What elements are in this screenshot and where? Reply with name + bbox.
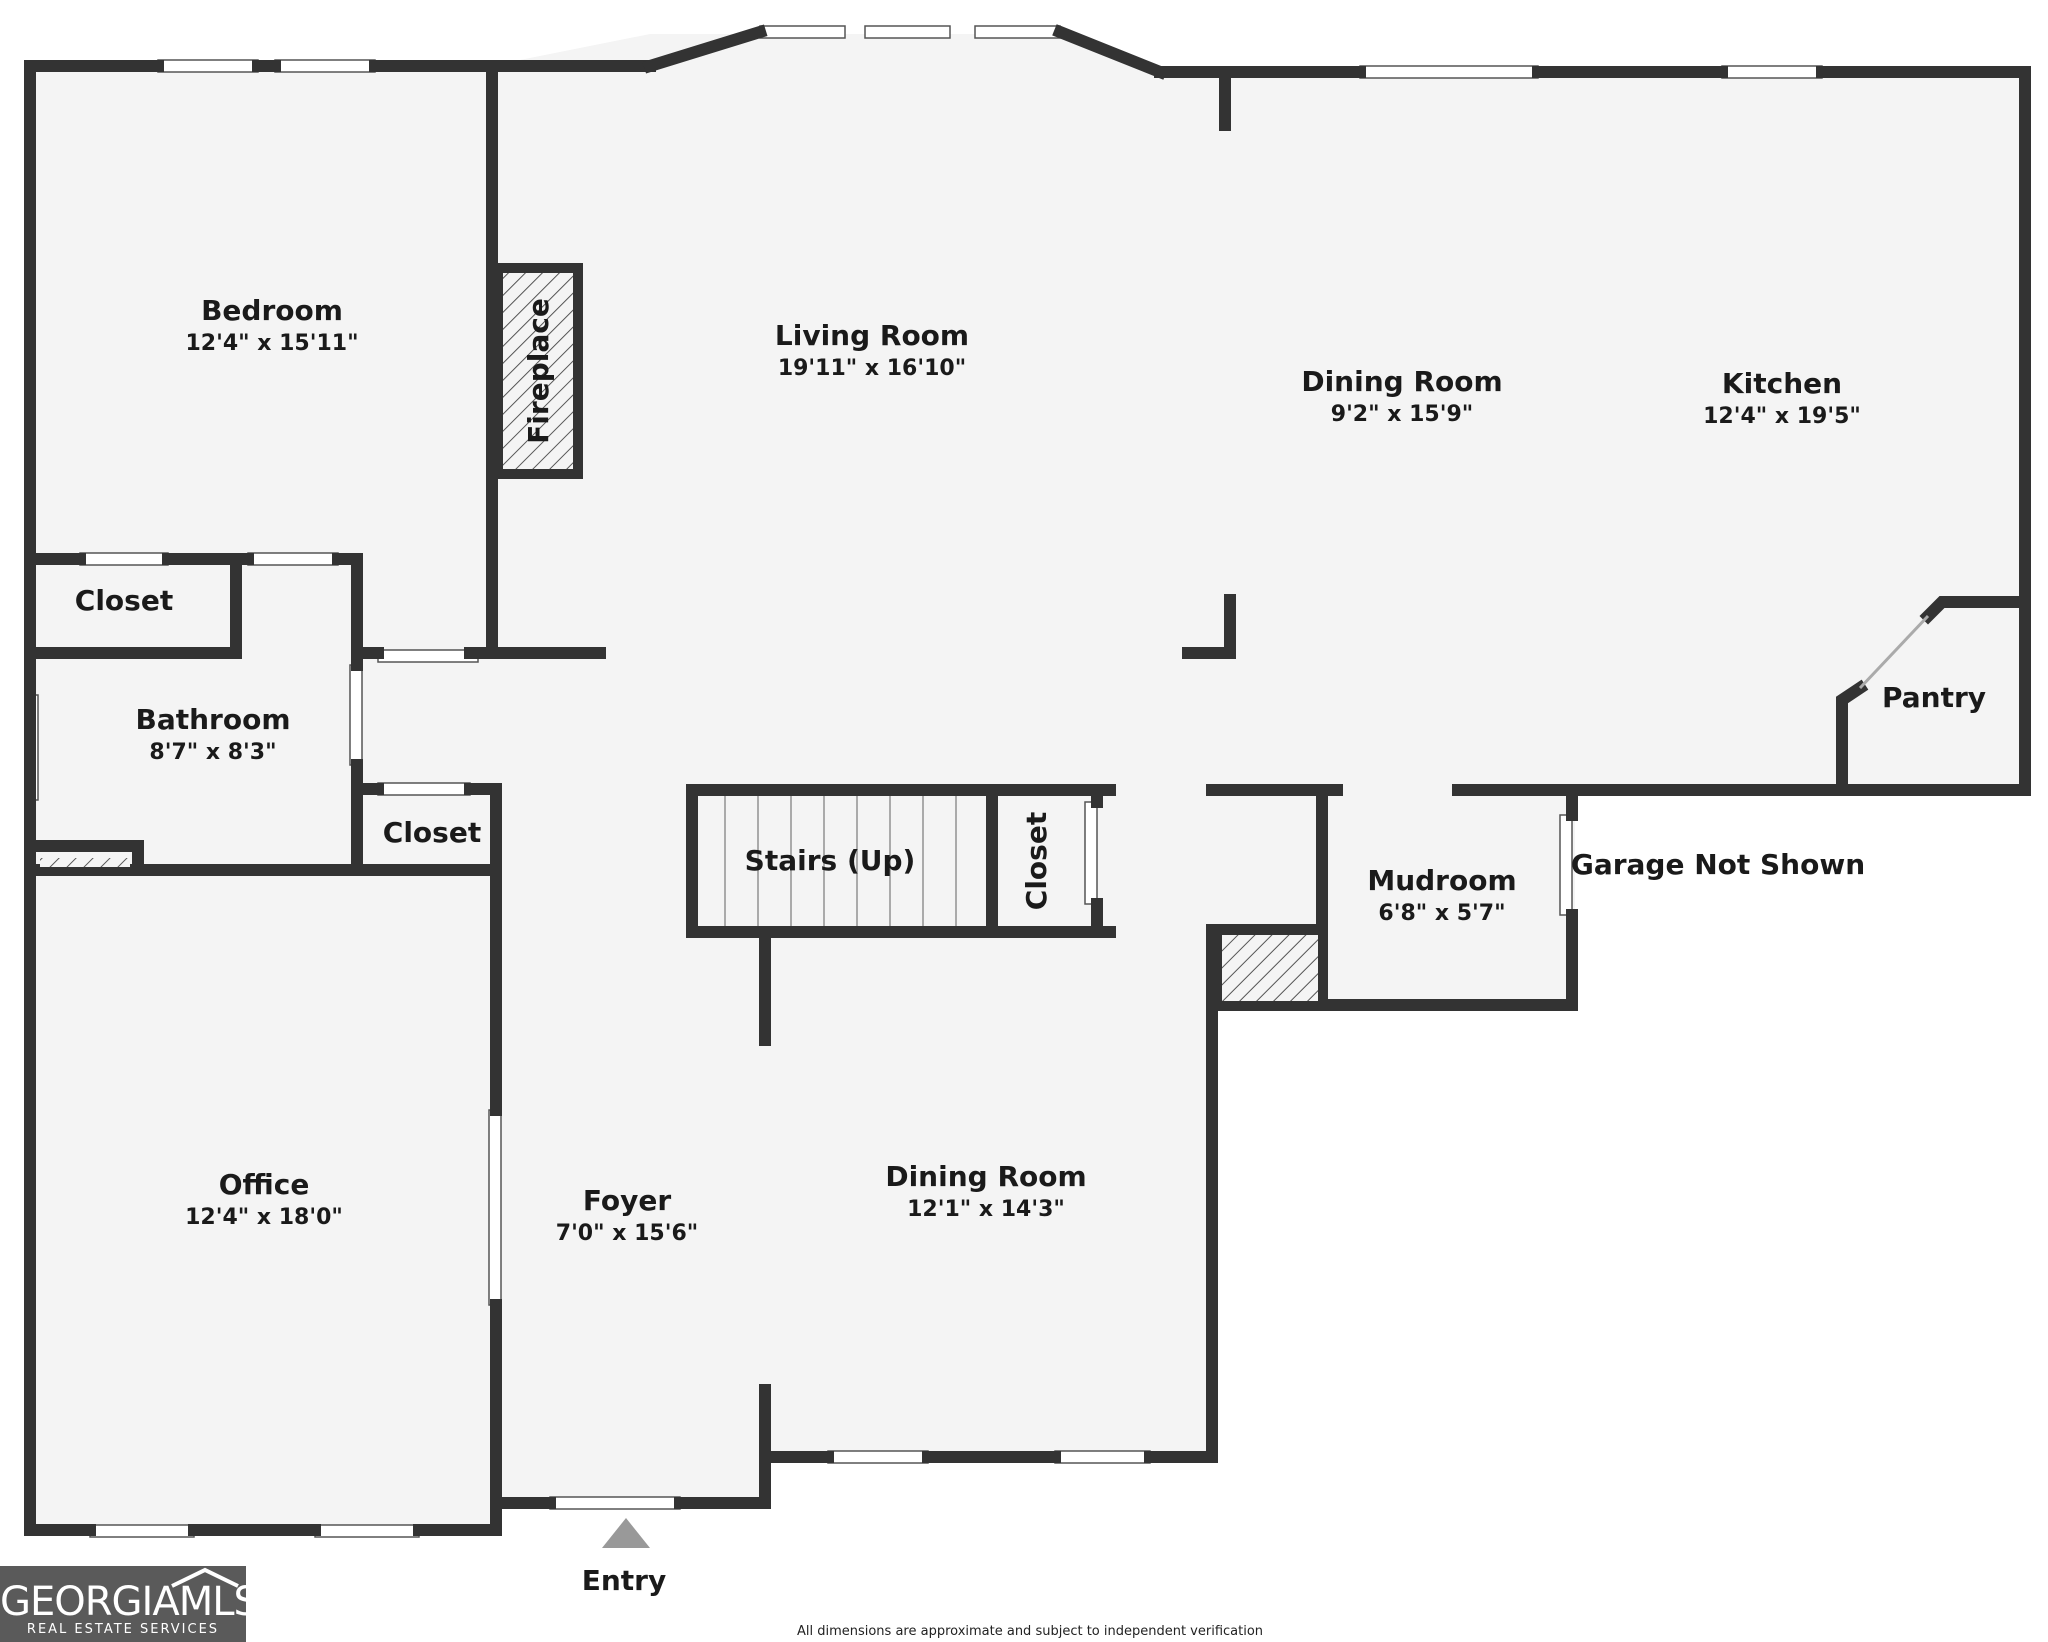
pantry-label: Pantry [1882, 681, 1986, 714]
closet-lower-label: Closet [383, 816, 481, 849]
walls [24, 24, 2031, 1536]
closet-upper-label: Closet [75, 584, 173, 617]
living-room-name: Living Room [775, 319, 969, 352]
georgia-mls-logo: GEORGIAMLS REAL ESTATE SERVICES [0, 1566, 259, 1642]
office-name: Office [219, 1168, 310, 1201]
bedroom-name: Bedroom [201, 294, 343, 327]
dining-room-lower-dim: 12'1" x 14'3" [907, 1197, 1065, 1222]
hatched-shaft [1222, 935, 1318, 1001]
logo-main-text: GEORGIAMLS [0, 1579, 259, 1625]
garage-label: Garage Not Shown [1571, 848, 1865, 881]
bathroom-dim: 8'7" x 8'3" [149, 740, 276, 765]
dining-room-upper-name: Dining Room [1301, 365, 1502, 398]
dining-room-upper-dim: 9'2" x 15'9" [1331, 402, 1473, 427]
bedroom-dim: 12'4" x 15'11" [185, 331, 358, 356]
roof-icon [171, 1567, 239, 1588]
foyer-dim: 7'0" x 15'6" [556, 1221, 698, 1246]
entry-arrow-icon [602, 1518, 650, 1548]
pantry-door [1858, 614, 1930, 690]
closet-stairs-label: Closet [1020, 812, 1053, 910]
room-labels: Bedroom 12'4" x 15'11" Living Room 19'11… [75, 294, 1986, 1597]
entry-label: Entry [582, 1564, 667, 1597]
office-dim: 12'4" x 18'0" [185, 1205, 343, 1230]
kitchen-dim: 12'4" x 19'5" [1703, 404, 1861, 429]
living-room-dim: 19'11" x 16'10" [778, 356, 966, 381]
mudroom-name: Mudroom [1367, 864, 1516, 897]
dining-room-lower-name: Dining Room [885, 1160, 1086, 1193]
disclaimer-text: All dimensions are approximate and subje… [797, 1624, 1263, 1639]
logo-sub-text: REAL ESTATE SERVICES [26, 1622, 220, 1637]
kitchen-name: Kitchen [1722, 367, 1842, 400]
floor-area [30, 34, 2025, 1530]
foyer-name: Foyer [583, 1184, 671, 1217]
stairs [724, 796, 957, 926]
fireplace: Fireplace [493, 263, 583, 479]
bathroom-hatch [40, 858, 130, 867]
fireplace-label: Fireplace [522, 298, 555, 444]
stairs-label: Stairs (Up) [745, 844, 916, 877]
bathroom-name: Bathroom [135, 703, 290, 736]
mudroom-dim: 6'8" x 5'7" [1378, 901, 1505, 926]
